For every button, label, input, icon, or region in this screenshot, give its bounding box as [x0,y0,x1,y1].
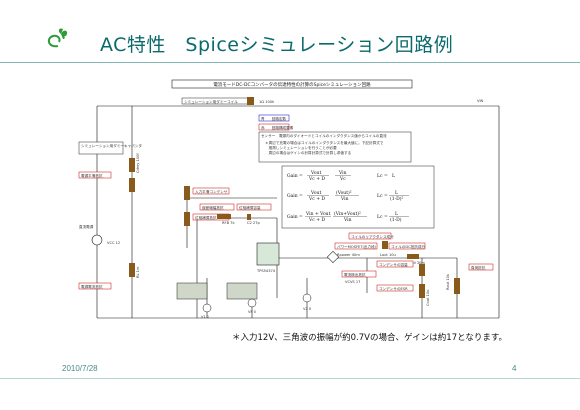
circuit-header: 電流モードDC-DCコンバータの伝達特性の計算のSpiceシミュレーション回路 [213,81,371,88]
svg-text:Vc + D: Vc + D [308,176,325,182]
input-smoothing-label: 電源平滑抵抗 [81,173,103,178]
vcvs-value: VCVS 17 [345,280,360,284]
input-resistor-label: 電源電流抵抗 [81,284,103,289]
sensor-note: センサー 電源内のダイオードとコイルのインダクタンス値からコイルの直流 [261,133,387,138]
svg-text:L: L [392,173,395,179]
coil-dc-res-label: コイルのDC抵抗成分 [391,244,425,249]
svg-text:Vout: Vout [310,170,321,176]
equation-2: Gain = Vout Vc + D (Vout)² Vin Lc = L (1… [287,189,409,202]
error-amp-res-label: 誤差増幅抵抗 [202,205,224,210]
power-mosfet-label: パワーMOSFET(出力段) [337,244,377,249]
svg-text:Lc =: Lc = [377,193,388,199]
rfb-value: RFB 7k [222,221,235,225]
sim-capacitor-label: シミュレーション用ダミーキャパシタ [81,143,142,148]
bullet-3: 周辺の場合はゲインの計算計算式で計算し求値する [265,150,352,155]
svg-text:(1-D): (1-D) [390,216,402,223]
input-capacitor-label: 入力平滑コンデンサ [195,189,228,194]
footer-divider [0,378,580,379]
footer-date: 2010/7/28 [62,364,98,373]
sim-coil-value: 1Ω 100h [259,100,274,104]
svg-text:Vin + Vout: Vin + Vout [305,211,331,217]
svg-text:L: L [395,190,398,196]
svg-text:Vout: Vout [310,190,321,196]
dc-source-symbol [91,234,103,246]
lout-value: Lout 10u [380,253,396,257]
svg-text:Vin: Vin [343,217,352,223]
rload-value: Rout 10k [446,273,450,290]
circuit-diagram: 電流モードDC-DCコンバータの伝達特性の計算のSpiceシミュレーション回路 … [78,79,500,319]
rload-label: 負荷抵抗 [471,265,486,270]
svg-text:Vc: Vc [339,176,346,182]
ic-chip [256,242,280,266]
svg-text:Gain =: Gain = [287,173,303,179]
cap-value: Cdmy 100f [136,153,140,173]
ic-name: TPS54374 [256,269,276,273]
current-sense-label: 電流検出抵抗 [344,272,366,277]
vcc-value: VCC 12 [107,241,120,245]
r3-value: RL 1m [136,266,140,278]
bullet-1: ＊周辺で充電の場合はコイルのインダクタンスを最大値に。下記計算式で [265,140,384,145]
footnote: ＊入力12V、三角波の振幅が約0.7Vの場合、ゲインは約17となります。 [232,333,508,343]
rcoil-value: Rcoil 30m [407,261,425,265]
legend-red: 赤 回路構成要素 [261,125,294,130]
equation-3: Gain = Vin + Vout Vc + D (Vin+Vout)² Vin… [287,210,409,223]
svg-text:Vc + D: Vc + D [308,196,325,202]
vin-node-label: VIN [477,99,484,103]
svg-text:Gain =: Gain = [287,214,303,220]
svg-text:Vin: Vin [340,196,349,202]
svg-text:Lc =: Lc = [377,214,388,220]
v2-label: V2 0 [303,307,312,311]
page-number: 4 [512,364,517,373]
equation-1: Gain = Vout Vc + D Vin Vc Lc = L [287,170,395,182]
svg-text:(1-D)²: (1-D)² [390,195,404,202]
v1-label: V1 1 [201,315,209,319]
clover-leaf-icon [47,28,68,48]
output-cap-esr-label: コンデンサのESR [379,286,408,291]
svg-text:Vin: Vin [338,170,347,176]
svg-text:Vc + D: Vc + D [308,217,325,223]
circuit-header-box [171,79,413,89]
output-capacitor-label: コンデンサの容量 [379,262,408,267]
phase-comp-cap-label: 位相補償容量 [239,205,261,210]
coil-winding-label: コイルのリアクタンス成分 [351,234,394,239]
sim-dummy-coil-label: シミュレーション用ダミーコイル [184,99,238,104]
equation-box [281,165,435,229]
dummy-coil-symbol [247,97,254,105]
v3-label: VF 0 [248,310,257,314]
dummy-capacitor-symbol [129,158,135,172]
page-title: AC特性 Spiceシミュレーション回路例 [100,34,454,56]
svg-text:(Vout)²: (Vout)² [336,189,352,196]
mosfet-value: Rpower 40m [337,253,360,257]
svg-text:Lc =: Lc = [377,173,388,179]
svg-text:Gain =: Gain = [287,193,303,199]
svg-text:L: L [395,211,398,217]
svg-text:(Vin+Vout)²: (Vin+Vout)² [334,210,361,217]
cout-value: Cout 10u [426,290,430,306]
legend-blue: 青 回路定数 [261,116,287,121]
title-divider [0,62,580,63]
dc-voltage-label: 直流電源 [79,224,94,229]
bullet-2: 推測しシミュレーションを行うことが必要 [265,145,337,150]
cfb-value: C2 27p [247,221,261,225]
phase-comp-res-label: 位相補償抵抗 [195,215,217,220]
